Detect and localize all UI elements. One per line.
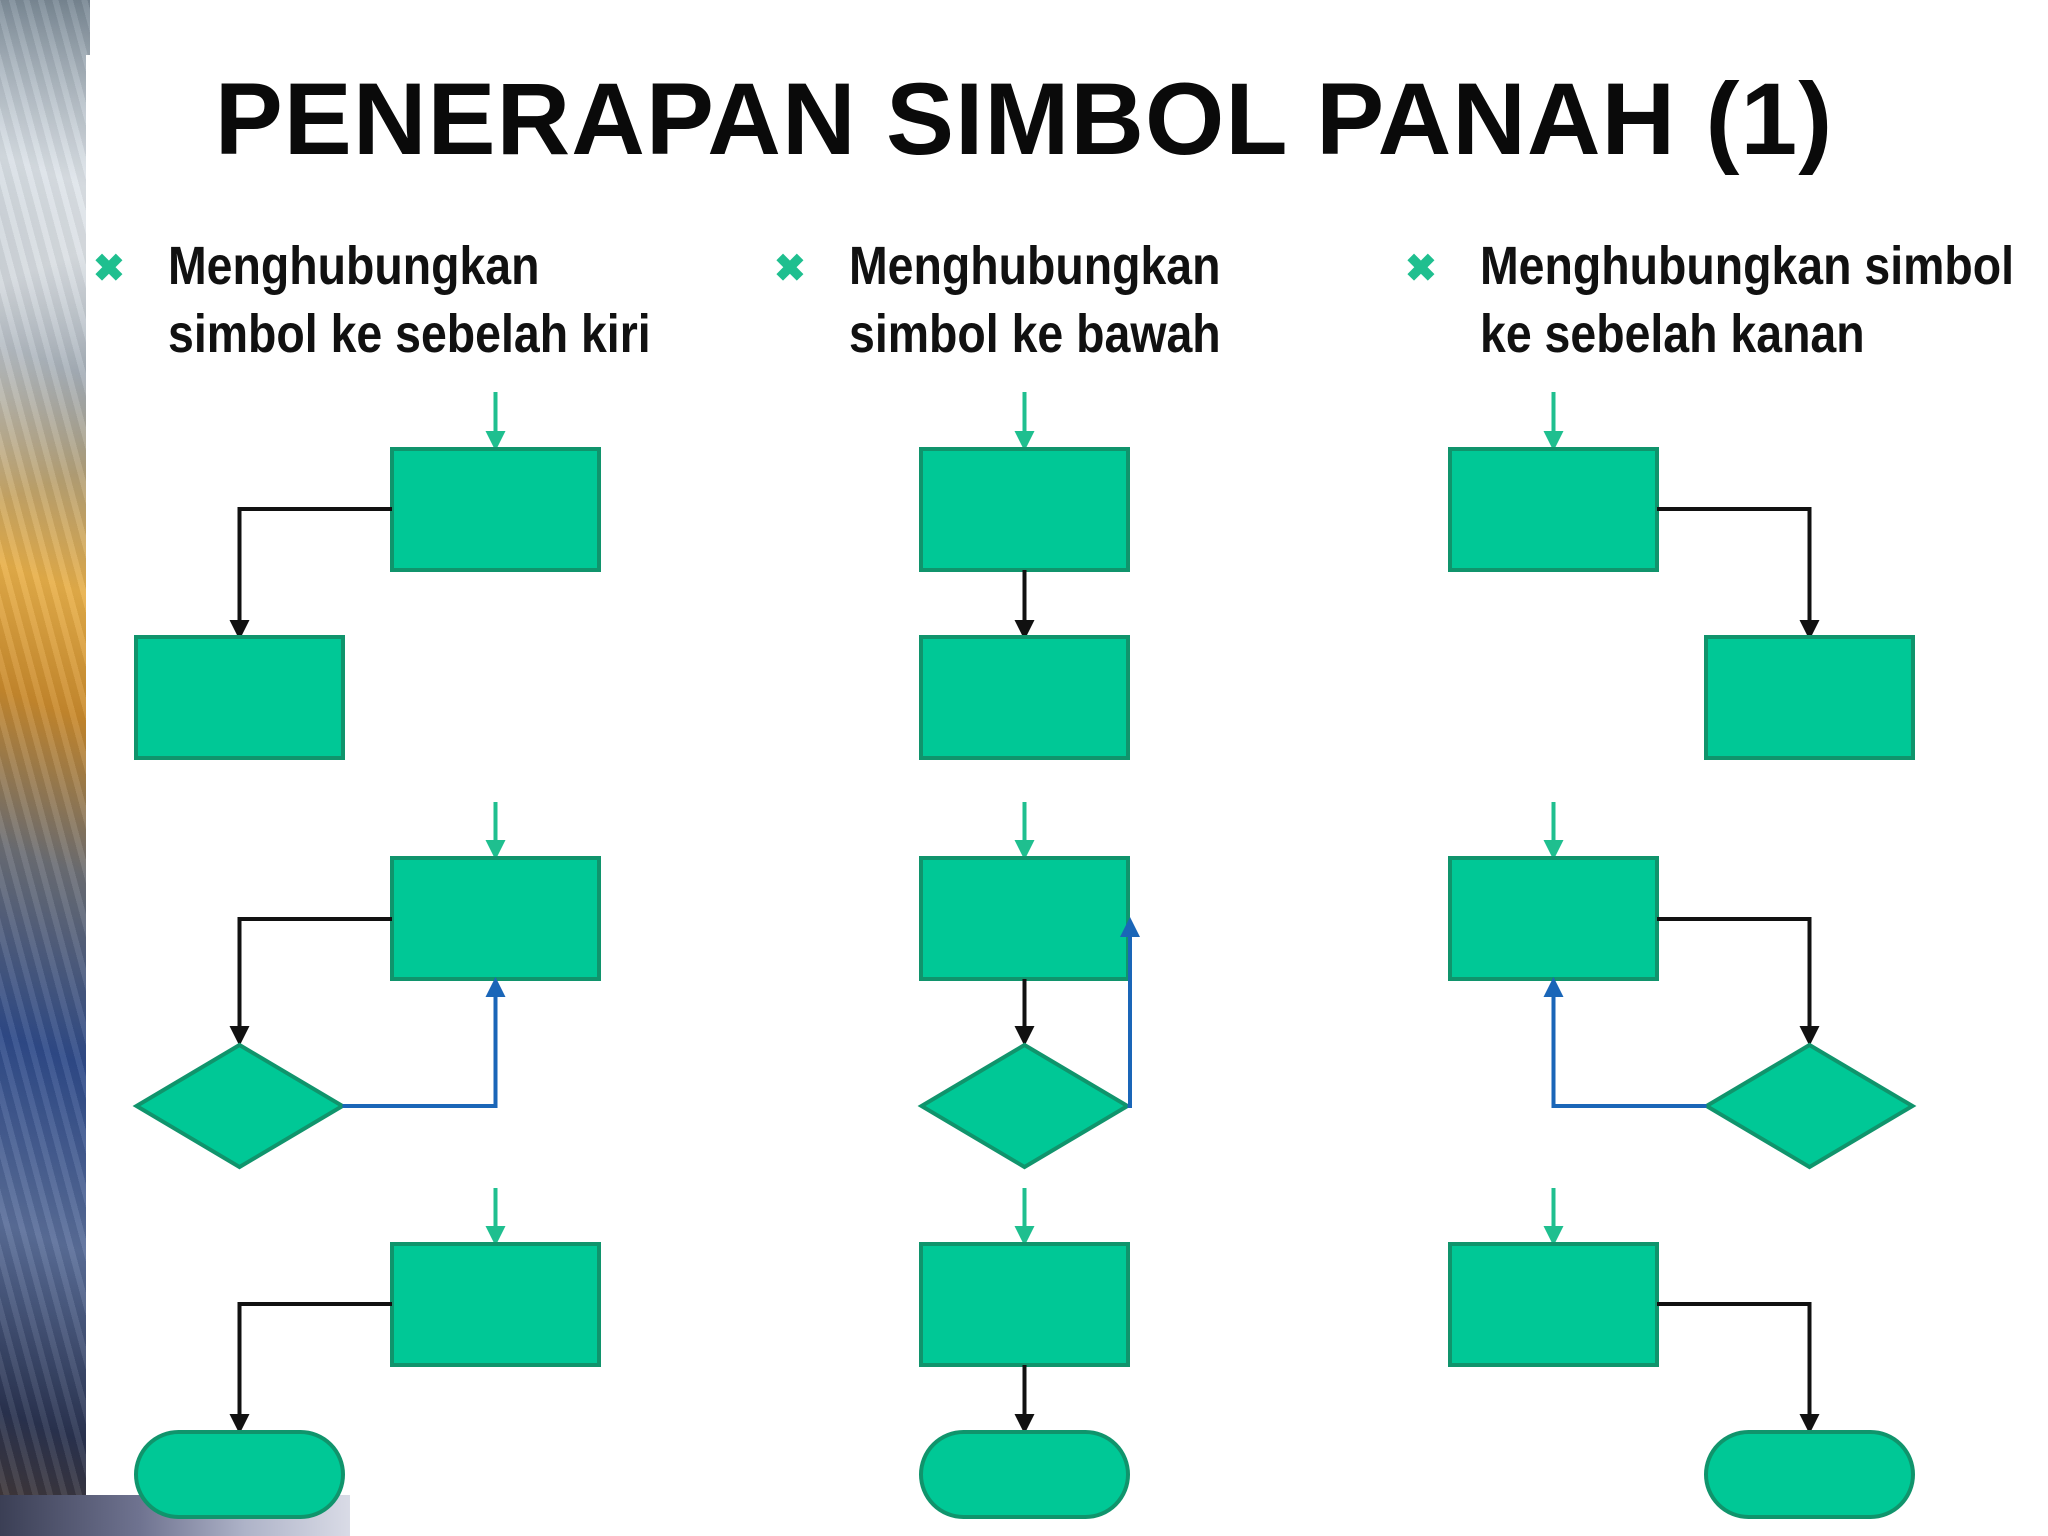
x-bullet-icon: ✖ xyxy=(774,248,806,290)
heading-line: simbol ke bawah xyxy=(849,304,1221,364)
connector-arrow xyxy=(229,507,392,640)
process-box xyxy=(919,1242,1130,1367)
process-box xyxy=(919,447,1130,572)
slide-title: PENERAPAN SIMBOL PANAH (1) xyxy=(214,62,1834,176)
column-heading-right: ✖ Menghubungkan simbol ke sebelah kanan xyxy=(1405,232,2045,382)
heading-line: simbol ke sebelah kiri xyxy=(168,304,651,364)
heading-line: Menghubungkan xyxy=(168,236,540,296)
process-box xyxy=(1704,635,1915,760)
heading-line: Menghubungkan xyxy=(849,236,1221,296)
process-box xyxy=(919,635,1130,760)
x-bullet-icon: ✖ xyxy=(93,248,125,290)
column-heading-text: Menghubungkan simbol ke sebelah kiri xyxy=(168,232,651,368)
decision-diamond xyxy=(132,1042,347,1170)
loop-back-arrow xyxy=(1120,917,1140,1108)
column-heading-down: ✖ Menghubungkan simbol ke bawah xyxy=(774,232,1334,382)
connector-arrow xyxy=(1657,507,1820,640)
decision-diamond xyxy=(1702,1042,1917,1170)
decision-diamond xyxy=(917,1042,1132,1170)
process-box xyxy=(1448,1242,1659,1367)
column-heading-text: Menghubungkan simbol ke bawah xyxy=(849,232,1221,368)
process-box xyxy=(1448,856,1659,981)
loop-back-arrow xyxy=(1543,977,1707,1108)
connector-arrow xyxy=(1657,917,1820,1046)
loop-back-arrow xyxy=(342,977,506,1108)
x-bullet-icon: ✖ xyxy=(1405,248,1437,290)
process-box xyxy=(390,1242,601,1367)
column-heading-text: Menghubungkan simbol ke sebelah kanan xyxy=(1480,232,2014,368)
heading-line: ke sebelah kanan xyxy=(1480,304,1865,364)
process-box xyxy=(134,635,345,760)
heading-line: Menghubungkan simbol xyxy=(1480,236,2015,296)
terminator-shape xyxy=(919,1430,1130,1519)
process-box xyxy=(1448,447,1659,572)
connector-arrow xyxy=(229,917,392,1046)
column-heading-left: ✖ Menghubungkan simbol ke sebelah kiri xyxy=(93,232,673,382)
process-box xyxy=(390,447,601,572)
process-box xyxy=(919,856,1130,981)
background-photo-strip xyxy=(0,0,90,1536)
terminator-shape xyxy=(1704,1430,1915,1519)
connector-arrow xyxy=(1657,1302,1820,1434)
terminator-shape xyxy=(134,1430,345,1519)
connector-arrow xyxy=(229,1302,392,1434)
process-box xyxy=(390,856,601,981)
